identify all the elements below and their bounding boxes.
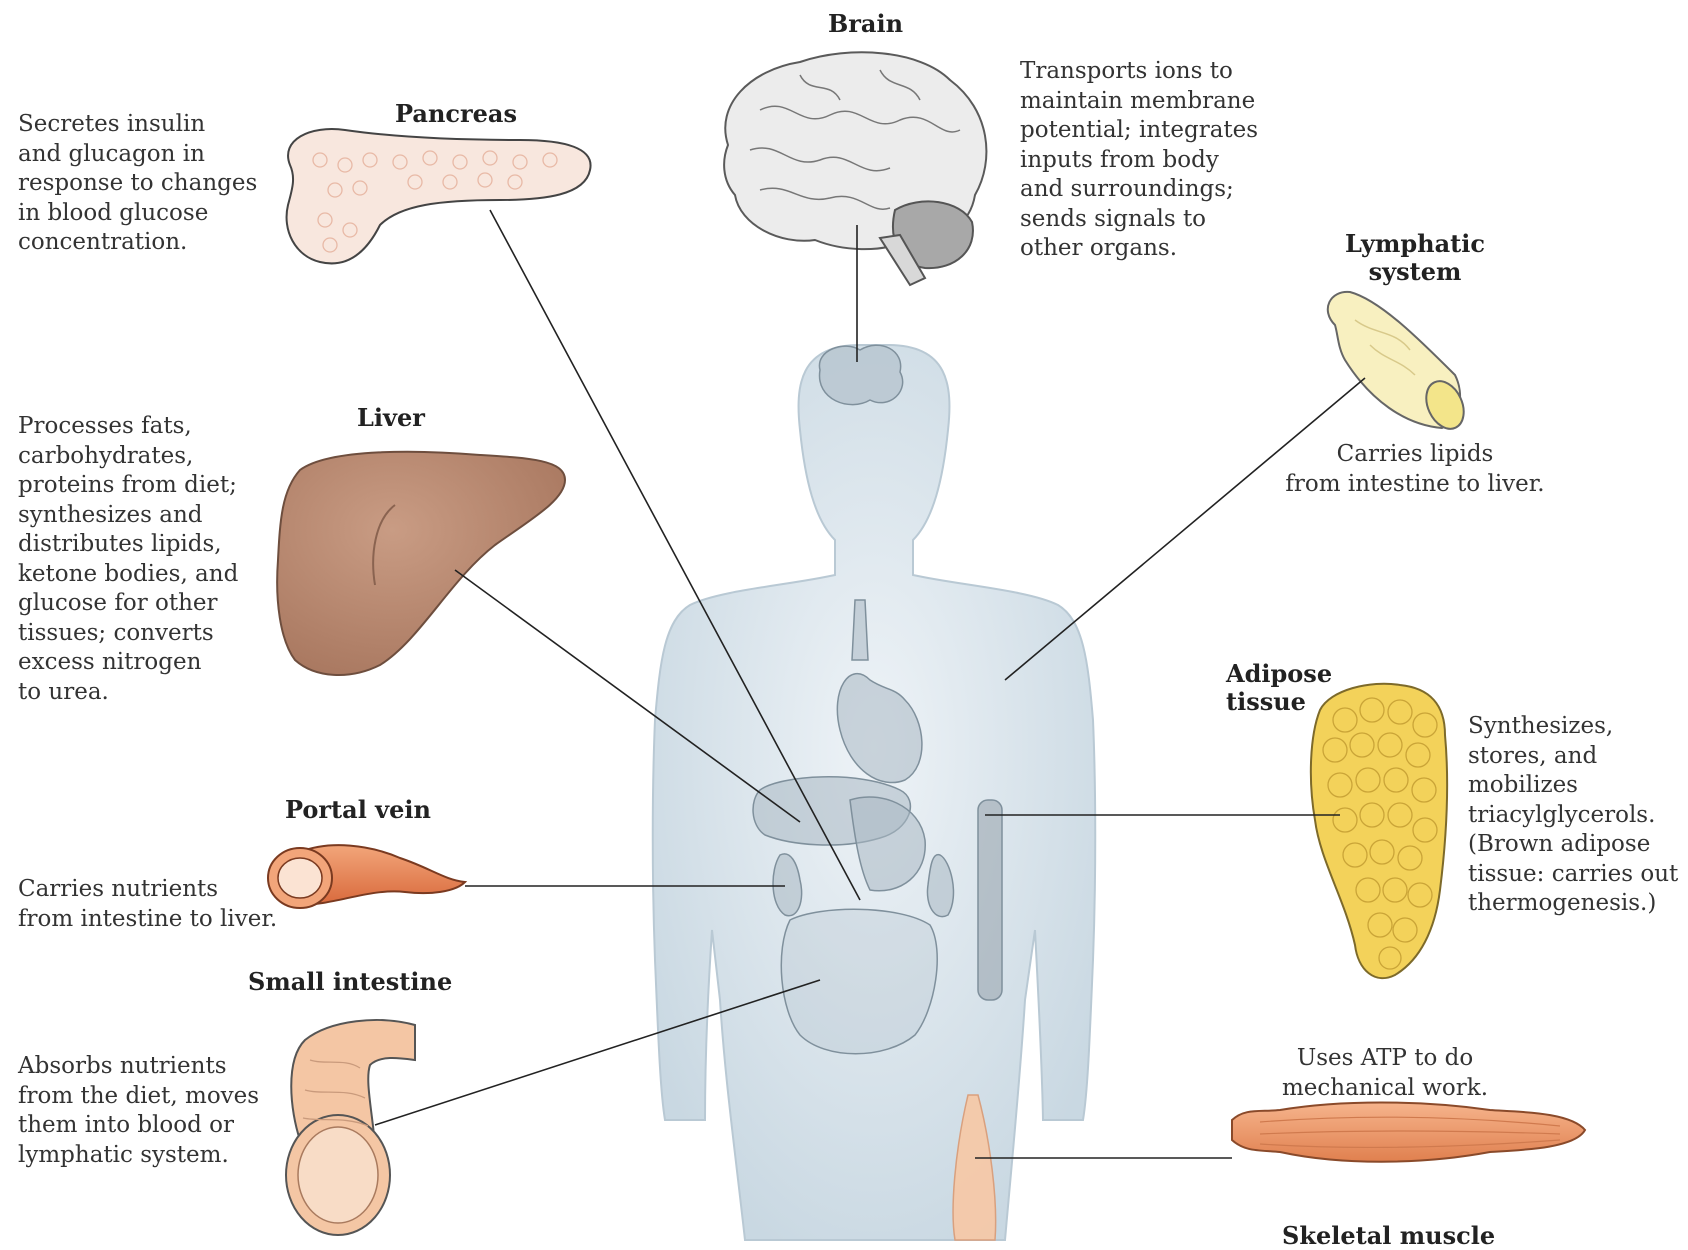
leader-line-lymphatic (1005, 378, 1365, 680)
inner-brain (819, 345, 902, 404)
liver-illustration (277, 452, 565, 675)
adipose-illustration (1311, 684, 1447, 978)
brain-illustration (724, 52, 986, 285)
portal-vein-description: Carries nutrients from intestine to live… (18, 875, 277, 934)
pancreas-description: Secretes insulin and glucagon in respons… (18, 110, 257, 258)
adipose-tissue-description: Synthesizes, stores, and mobilizes triac… (1468, 712, 1678, 919)
liver-description: Processes fats, carbohydrates, proteins … (18, 412, 238, 707)
brain-label: Brain (828, 10, 903, 38)
portal-vein-illustration (268, 845, 465, 908)
pancreas-label: Pancreas (395, 100, 517, 128)
lymphatic-illustration (1328, 292, 1471, 435)
inner-adipose-strip (978, 800, 1002, 1000)
small-intestine-description: Absorbs nutrients from the diet, moves t… (18, 1052, 259, 1170)
small-intestine-label: Small intestine (248, 968, 452, 996)
small-intestine-illustration (286, 1020, 415, 1235)
brain-description: Transports ions to maintain membrane pot… (1020, 57, 1258, 264)
liver-label: Liver (357, 404, 425, 432)
adipose-cluster (1311, 684, 1447, 978)
portal-vein-label: Portal vein (285, 796, 431, 824)
skeletal-muscle-illustration (1232, 1103, 1585, 1162)
inner-trachea (852, 600, 868, 660)
pancreas-illustration (287, 129, 591, 263)
inner-intestine (781, 909, 937, 1053)
lymphatic-system-label: Lymphatic system (1340, 230, 1490, 286)
small-intestine-opening-inner (298, 1127, 378, 1223)
skeletal-muscle-shape (1232, 1103, 1585, 1162)
liver-shape (277, 452, 565, 675)
portal-vein-opening-inner (278, 858, 322, 898)
lymphatic-system-description: Carries lipids from intestine to liver. (1260, 440, 1570, 499)
adipose-tissue-label: Adipose tissue (1226, 660, 1332, 716)
skeletal-muscle-description: Uses ATP to do mechanical work. (1260, 1044, 1510, 1103)
skeletal-muscle-label: Skeletal muscle (1282, 1222, 1495, 1250)
